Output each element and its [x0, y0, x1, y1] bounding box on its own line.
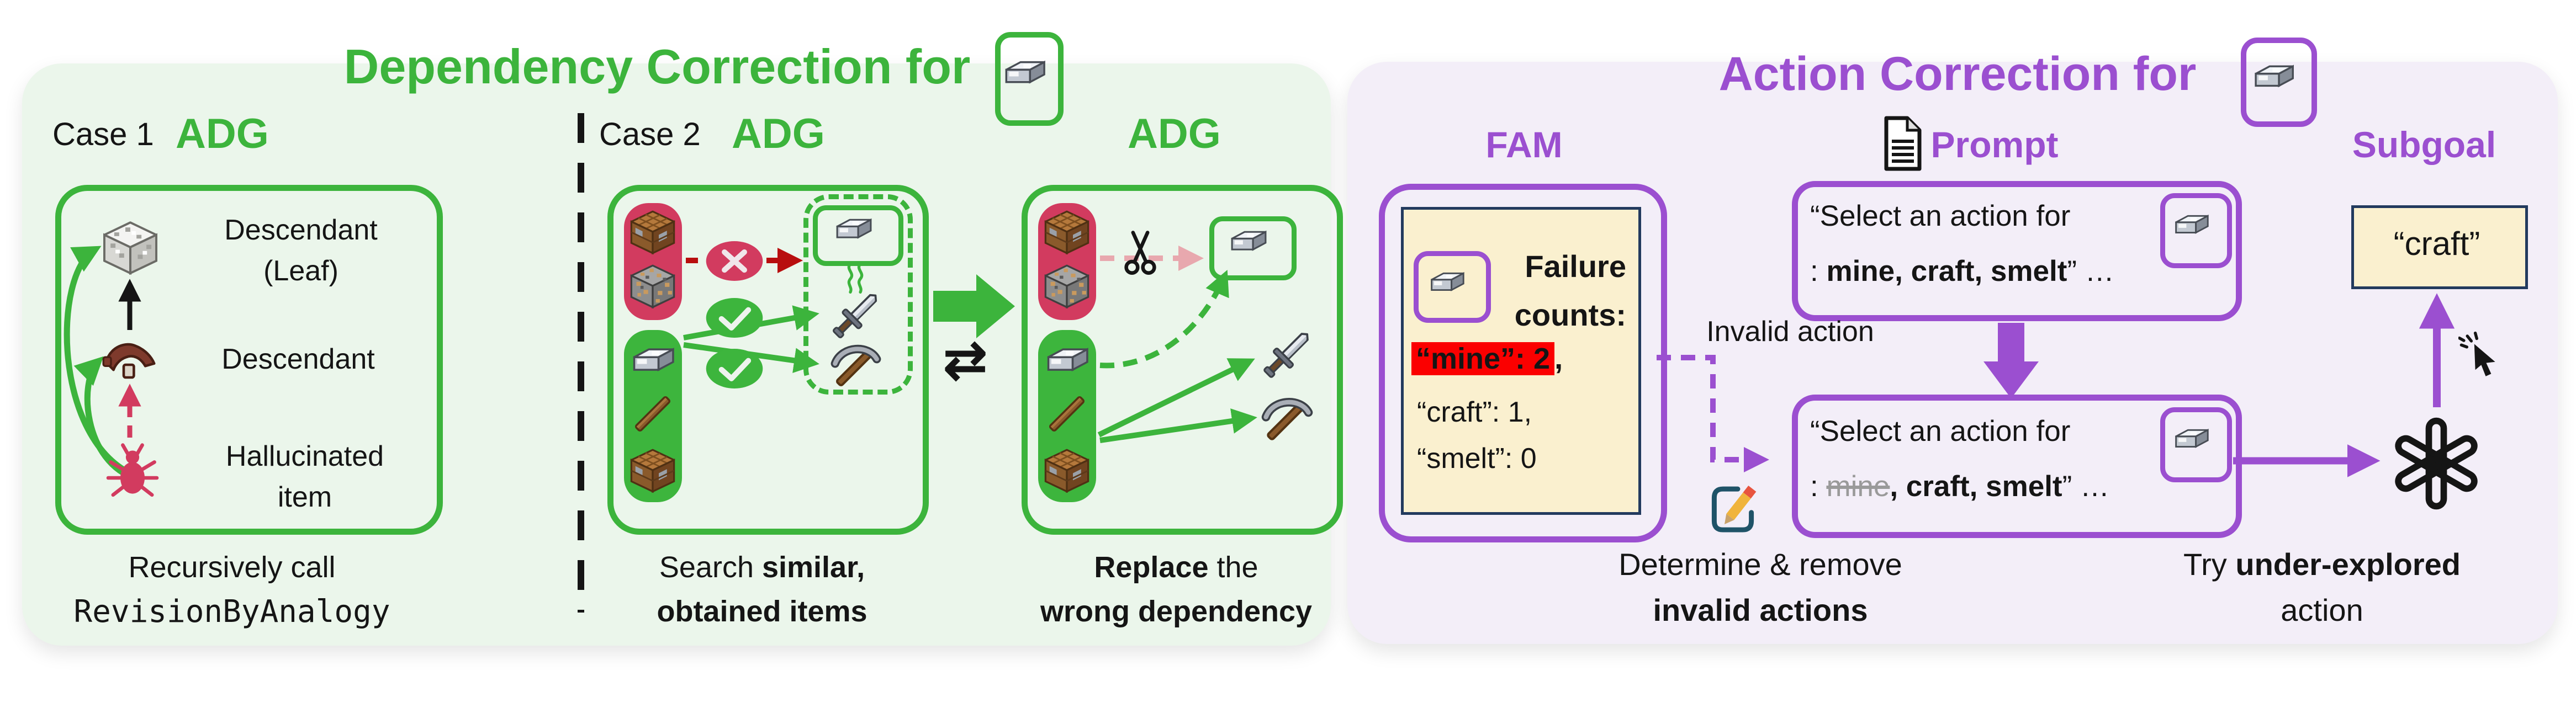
case2-adg-right-label: ADG: [1128, 110, 1221, 157]
prompt1-line1: “Select an action for: [1810, 200, 2071, 232]
iron-ingot-icon: [628, 338, 677, 386]
descendant-node-label: Descendant: [221, 343, 375, 375]
prompt2-iron-ingot-icon: [2171, 420, 2211, 460]
prompt1-item-box: [2160, 193, 2232, 268]
prompt1-iron-ingot-icon: [2171, 206, 2211, 246]
right-panel-title: Action Correction for: [1718, 47, 2197, 100]
determine-remove-caption-2: invalid actions: [1653, 593, 1868, 627]
crafting-table-icon: [627, 206, 678, 257]
fam-label: FAM: [1485, 124, 1563, 165]
try-underexplored-caption-2: action: [2281, 593, 2363, 627]
case2-left-adg-box: [607, 185, 929, 535]
bug-icon: [102, 441, 163, 502]
fam-counts-label: counts:: [1514, 297, 1626, 332]
caption-post: the: [1208, 551, 1258, 584]
iron-ingot-icon: [1043, 338, 1091, 386]
fam-mine-count: “mine”: 2,: [1411, 342, 1563, 375]
case1-caption-code: RevisionByAnalogy: [73, 594, 390, 630]
case1-adg-label: ADG: [176, 110, 269, 157]
scissors-icon: [1114, 227, 1166, 279]
case1-caption: Recursively call: [128, 551, 336, 584]
fam-item-box: [1414, 251, 1491, 323]
subgoal-label: Subgoal: [2352, 124, 2496, 165]
iron-ingot-icon: [1227, 222, 1269, 264]
target-item-box-right: [1209, 216, 1297, 280]
caption-pre: Search: [659, 551, 762, 584]
prompt-box-1: [1792, 181, 2242, 321]
try-pre: Try: [2183, 547, 2236, 582]
fam-failure-label: Failure: [1525, 249, 1626, 284]
leaf-node-label-2: (Leaf): [263, 255, 338, 287]
mine-count-highlight: “mine”: 2: [1411, 342, 1555, 375]
saddle-icon: [98, 327, 162, 390]
check-icon: [705, 297, 764, 339]
title-iron-ingot-icon: [2250, 55, 2297, 102]
prompt2-line2: : mine, craft, smelt” …: [1810, 470, 2109, 503]
case2-label: Case 2: [599, 116, 701, 152]
crafting-table-icon: [1041, 206, 1092, 257]
stick-icon: [628, 390, 677, 438]
stick-icon: [1043, 390, 1091, 438]
candidate-items-dashed-box: [803, 194, 913, 395]
diorite-block-icon: [99, 216, 161, 278]
prompt-label: Prompt: [1930, 124, 2059, 165]
cross-icon: [705, 240, 764, 282]
caption-bold: similar,: [761, 551, 865, 584]
fam-smelt-count: “smelt”: 0: [1417, 443, 1537, 475]
crafting-table-icon: [627, 445, 678, 496]
iron-ore-icon: [627, 260, 678, 311]
fam-iron-ingot-icon: [1427, 264, 1467, 304]
title-iron-ingot-icon: [1001, 51, 1048, 98]
prompt1-actions: mine, craft, smelt: [1826, 255, 2067, 288]
determine-remove-caption: Determine & remove: [1618, 547, 1902, 582]
iron-pickaxe-icon: [827, 339, 884, 395]
hallucinated-node-label: Hallucinated: [225, 440, 384, 472]
caption-bold: Replace: [1094, 551, 1209, 584]
case2-right-caption-2: wrong dependency: [1040, 595, 1313, 628]
cursor-click-icon: [2458, 331, 2508, 381]
try-underexplored-caption: Try under-explored: [2183, 547, 2461, 582]
prompt2-removed-action: mine: [1826, 470, 1890, 503]
title-item-box-right: [2241, 38, 2317, 127]
openai-logo-icon: [2387, 414, 2486, 513]
case2-left-caption-2: obtained items: [657, 595, 868, 628]
prompt2-tail: ” …: [2062, 470, 2109, 503]
case2-right-adg-box: [1022, 185, 1343, 535]
iron-pickaxe-icon: [1258, 392, 1315, 449]
hallucinated-node-label-2: item: [277, 481, 332, 513]
swap-icon: ⇄: [943, 331, 987, 390]
title-item-box-left: [995, 32, 1064, 126]
prompt2-actions: craft, smelt: [1906, 470, 2062, 503]
try-bold: under-explored: [2235, 547, 2461, 582]
edit-pencil-icon: [1702, 478, 1764, 540]
mine-count-tail: ,: [1554, 342, 1563, 375]
prompt1-pre: :: [1810, 255, 1827, 288]
crafting-table-icon: [1041, 445, 1092, 496]
document-icon: [1873, 116, 1928, 171]
iron-ingot-icon: [832, 210, 874, 252]
case2-adg-left-label: ADG: [732, 110, 825, 157]
prompt2-pre: :: [1810, 470, 1827, 503]
iron-ore-icon: [1041, 260, 1092, 311]
prompt1-line2: : mine, craft, smelt” …: [1810, 255, 2114, 288]
case1-adg-box: [55, 185, 443, 535]
iron-sword-icon: [1256, 326, 1316, 385]
invalid-action-label: Invalid action: [1706, 316, 1874, 348]
prompt1-tail: ” …: [2067, 255, 2114, 288]
prompt2-item-box: [2160, 407, 2232, 482]
left-panel-title: Dependency Correction for: [343, 39, 971, 94]
check-icon: [705, 348, 764, 390]
case1-label: Case 1: [52, 116, 154, 152]
leaf-node-label: Descendant: [224, 214, 378, 246]
subgoal-note: [2351, 205, 2528, 289]
case2-left-caption: Search similar,: [659, 551, 865, 584]
case2-right-caption: Replace the: [1094, 551, 1258, 584]
iron-sword-icon: [826, 287, 884, 345]
prompt2-mid: ,: [1890, 470, 1906, 503]
fam-craft-count: “craft”: 1,: [1417, 396, 1532, 428]
target-item-box: [813, 205, 903, 266]
prompt2-line1: “Select an action for: [1810, 415, 2071, 448]
subgoal-value: “craft”: [2393, 225, 2480, 262]
